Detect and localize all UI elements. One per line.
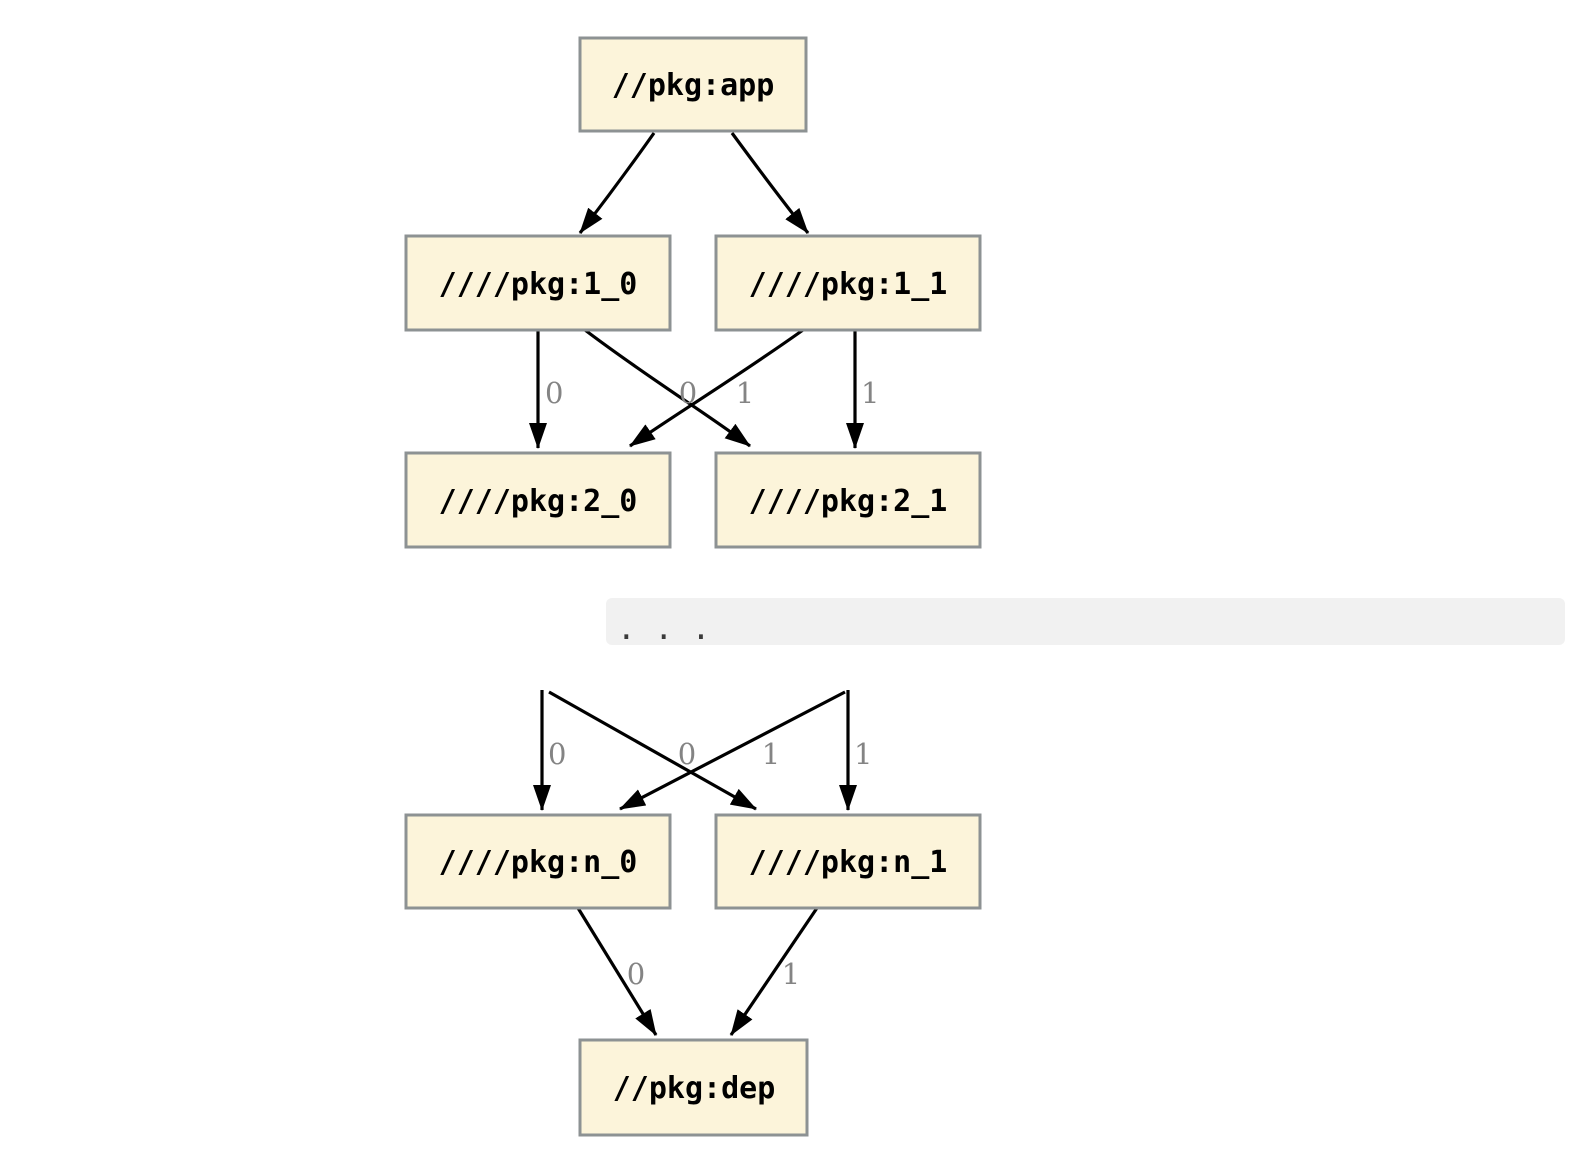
node-app-label: //pkg:app (612, 68, 775, 103)
node-2_0: ////pkg:2_0 (404, 451, 672, 549)
edge-label-1_1-to-2_1: 1 (861, 376, 879, 410)
edge-prev-to-n_0-cross (619, 690, 846, 811)
ellipsis-dots: . . . (617, 611, 710, 647)
node-2_1-label: ////pkg:2_1 (749, 484, 948, 519)
node-1_1-box (714, 234, 982, 332)
nodes-layer: //pkg:app ////pkg:1_0 ////pkg:1_1 ////pk… (404, 36, 982, 1137)
node-dep-label: //pkg:dep (613, 1071, 776, 1106)
edges-layer (529, 132, 864, 1036)
node-1_0: ////pkg:1_0 (404, 234, 672, 332)
node-dep-box (578, 1038, 809, 1137)
edge-label-prev-to-n_0-cross: 0 (678, 737, 696, 771)
node-n_0-box (404, 813, 672, 910)
node-app-box (578, 36, 808, 133)
edge-labels-layer: 0 0 1 1 0 0 1 1 0 1 (545, 376, 879, 991)
node-1_0-box (404, 234, 672, 332)
node-n_0-label: ////pkg:n_0 (439, 845, 638, 880)
edge-label-1_0-to-2_1: 1 (736, 376, 754, 410)
ellipsis-row: . . . (606, 598, 1565, 647)
node-dep: //pkg:dep (578, 1038, 809, 1137)
edge-label-1_1-to-2_0: 0 (679, 376, 697, 410)
edge-label-1_0-to-2_0: 0 (545, 376, 563, 410)
node-n_1: ////pkg:n_1 (714, 813, 982, 910)
edge-app-to-1_0 (578, 132, 656, 234)
edge-n_0-to-dep (576, 907, 658, 1036)
node-2_1-box (714, 451, 982, 549)
node-1_0-label: ////pkg:1_0 (439, 267, 638, 302)
node-2_0-label: ////pkg:2_0 (439, 484, 638, 519)
edge-label-prev-to-n_0-straight: 0 (548, 737, 566, 771)
edge-n_1-to-dep (729, 907, 819, 1036)
edge-label-prev-to-n_1-cross: 1 (762, 737, 780, 771)
node-app: //pkg:app (578, 36, 808, 133)
node-n_1-label: ////pkg:n_1 (749, 845, 948, 880)
node-2_1: ////pkg:2_1 (714, 451, 982, 549)
node-n_1-box (714, 813, 982, 910)
node-1_1-label: ////pkg:1_1 (749, 267, 948, 302)
edge-app-to-1_1 (730, 132, 810, 235)
edge-label-n_1-to-dep: 1 (782, 957, 800, 991)
edge-prev-to-n_1-cross (548, 690, 757, 811)
edge-label-prev-to-n_1-straight: 1 (854, 737, 872, 771)
node-1_1: ////pkg:1_1 (714, 234, 982, 332)
ellipsis-band (606, 598, 1565, 645)
node-2_0-box (404, 451, 672, 549)
edge-1_1-to-2_0 (629, 328, 804, 448)
edge-1_0-to-2_1 (584, 328, 751, 448)
node-n_0: ////pkg:n_0 (404, 813, 672, 910)
edge-label-n_0-to-dep: 0 (627, 957, 645, 991)
